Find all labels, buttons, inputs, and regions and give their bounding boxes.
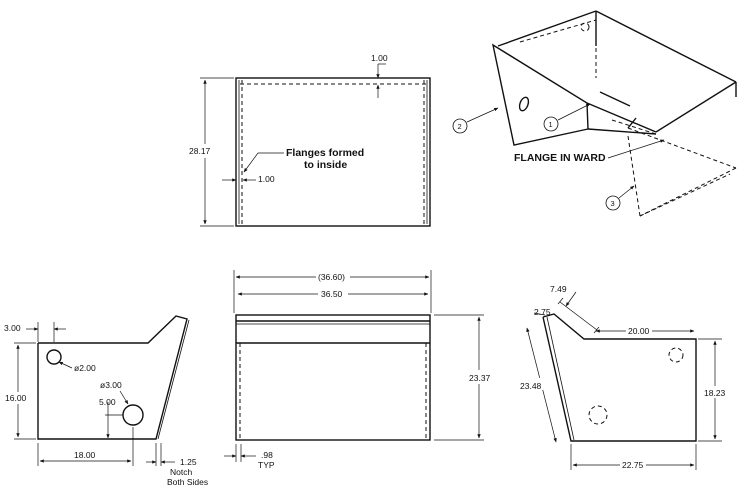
flange-inward-label: FLANGE IN WARD	[514, 152, 606, 164]
right-slant-dim: 23.48	[520, 381, 542, 391]
iso-hole-far	[580, 22, 590, 32]
iso-side-panel	[491, 43, 589, 146]
notch-dim: 1.25	[180, 457, 197, 467]
iso-hole	[518, 96, 530, 112]
small-hole-dim: ø2.00	[74, 363, 96, 373]
right-bottom-dim: 22.75	[622, 460, 644, 470]
front-top-flange-dim: 1.00	[371, 53, 388, 63]
right-lower-hole	[588, 405, 608, 425]
center-overall-dim: (36.60)	[318, 272, 345, 282]
left-side-view: 3.00 ø2.00 ø3.00 5.00 16.00 18.00 1.25 N…	[4, 315, 208, 487]
large-hole-dim: ø3.00	[100, 380, 122, 390]
center-view: (36.60) 36.50 23.37 .98 TYP	[224, 270, 492, 470]
notch-sides-label: Both Sides	[167, 477, 208, 487]
right-top-dim: 20.00	[628, 326, 650, 336]
front-height-dim: 28.17	[189, 146, 211, 156]
right-panel-outline	[542, 313, 697, 442]
callout-1: 1	[549, 120, 553, 129]
front-side-flange-dim: 1.00	[258, 174, 275, 184]
front-panel-outline	[235, 77, 431, 227]
left-width-dim: 18.00	[74, 450, 96, 460]
callout-3: 3	[611, 199, 615, 208]
center-height-dim: 23.37	[469, 373, 491, 383]
center-panel-outline	[235, 314, 431, 441]
front-view: 1.00 28.17 Flanges formed to inside 1.00	[188, 53, 431, 227]
right-side-view: 7.49 2.75 20.00 23.48 18.23 22.75	[519, 284, 727, 470]
left-height-dim: 16.00	[5, 393, 27, 403]
isometric-view: 1 2 3 FLANGE IN WARD	[452, 10, 737, 217]
callout-2: 2	[458, 122, 462, 131]
right-slope-dim: 7.49	[550, 284, 567, 294]
hole-offset-dim: 5.00	[99, 397, 116, 407]
left-dim-3: 3.00	[4, 323, 21, 333]
notch-label: Notch	[170, 467, 192, 477]
center-flange-dim: .98	[261, 450, 273, 460]
small-hole	[46, 349, 62, 365]
right-height-dim: 18.23	[704, 388, 726, 398]
left-panel-outline	[37, 315, 188, 440]
center-width-dim: 36.50	[321, 289, 343, 299]
right-notch-dim: 2.75	[534, 307, 551, 317]
right-upper-hole	[668, 347, 684, 363]
flange-note-line2: to inside	[304, 159, 347, 171]
center-typ-label: TYP	[258, 460, 275, 470]
large-hole	[122, 404, 144, 426]
flange-note-line1: Flanges formed	[286, 147, 364, 159]
